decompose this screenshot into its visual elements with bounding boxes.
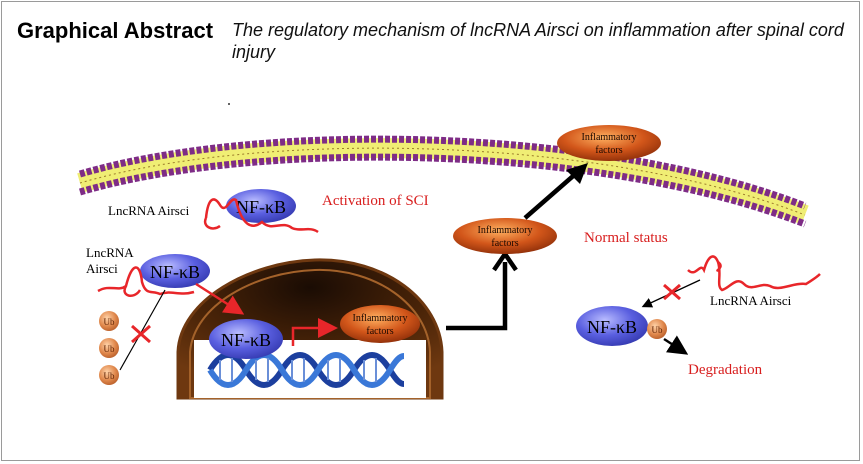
svg-text:factors: factors: [595, 145, 622, 156]
lncrna-top-label: LncRNA Airsci: [108, 203, 190, 218]
ub-bead-3: Ub: [99, 365, 119, 385]
cross-mark-right: [663, 283, 681, 301]
nfkb-right-label: NF-κB: [587, 317, 637, 337]
lncrna-top-strand: [203, 198, 319, 234]
export-arrowhead: [566, 163, 588, 184]
svg-text:factors: factors: [366, 326, 393, 337]
inflammatory-factors-nucleus: Inflammatory factors: [340, 305, 420, 343]
nfkb-right: NF-κB: [576, 306, 648, 346]
lncrna-left-strand: [97, 266, 195, 298]
svg-text:Ub: Ub: [652, 325, 663, 335]
inflammatory-factors-middle: Inflammatory factors: [453, 218, 557, 254]
cell-membrane: [77, 135, 809, 228]
degradation-arrow: [663, 335, 689, 355]
degradation-label: Degradation: [688, 362, 763, 378]
graphical-abstract-title: Graphical Abstract: [17, 18, 214, 43]
nfkb-top-label: NF-κB: [236, 197, 286, 217]
ub-link-line: [119, 289, 166, 371]
nfkb-left-label: NF-κB: [150, 262, 200, 282]
svg-text:Inflammatory: Inflammatory: [582, 132, 637, 143]
lncrna-right-label: LncRNA Airsci: [710, 293, 792, 308]
svg-text:Ub: Ub: [104, 344, 115, 354]
cross-mark-left: [131, 324, 151, 344]
ub-bead-right: Ub: [647, 319, 667, 339]
inflammatory-factors-top: Inflammatory factors: [557, 125, 661, 161]
svg-text:factors: factors: [491, 238, 518, 249]
normal-status-label: Normal status: [584, 230, 668, 246]
nfkb-top: NF-κB: [226, 189, 296, 223]
transcription-arrow: [291, 318, 338, 346]
ub-bead-1: Ub: [99, 311, 119, 331]
ub-bead-2: Ub: [99, 338, 119, 358]
nfkb-nucleus-label: NF-κB: [221, 330, 271, 350]
lncrna-left-label-line2: Airsci: [86, 261, 118, 276]
svg-text:Inflammatory: Inflammatory: [478, 225, 533, 236]
export-arrow-line: [523, 168, 582, 220]
svg-text:Inflammatory: Inflammatory: [353, 313, 408, 324]
stray-dot: [228, 103, 230, 105]
translocation-arrow: [195, 282, 245, 315]
graphical-abstract-subtitle: The regulatory mechanism of lncRNA Airsc…: [232, 20, 844, 62]
nfkb-left: NF-κB: [140, 254, 210, 288]
svg-text:Ub: Ub: [104, 371, 115, 381]
lncrna-right-strand: [687, 255, 821, 292]
secretion-path: [446, 262, 508, 331]
dna-helix: [207, 352, 405, 388]
activation-of-sci-label: Activation of SCI: [322, 193, 429, 209]
nfkb-nucleus: NF-κB: [209, 319, 283, 359]
svg-text:Ub: Ub: [104, 317, 115, 327]
lncrna-left-label-line1: LncRNA: [86, 245, 134, 260]
